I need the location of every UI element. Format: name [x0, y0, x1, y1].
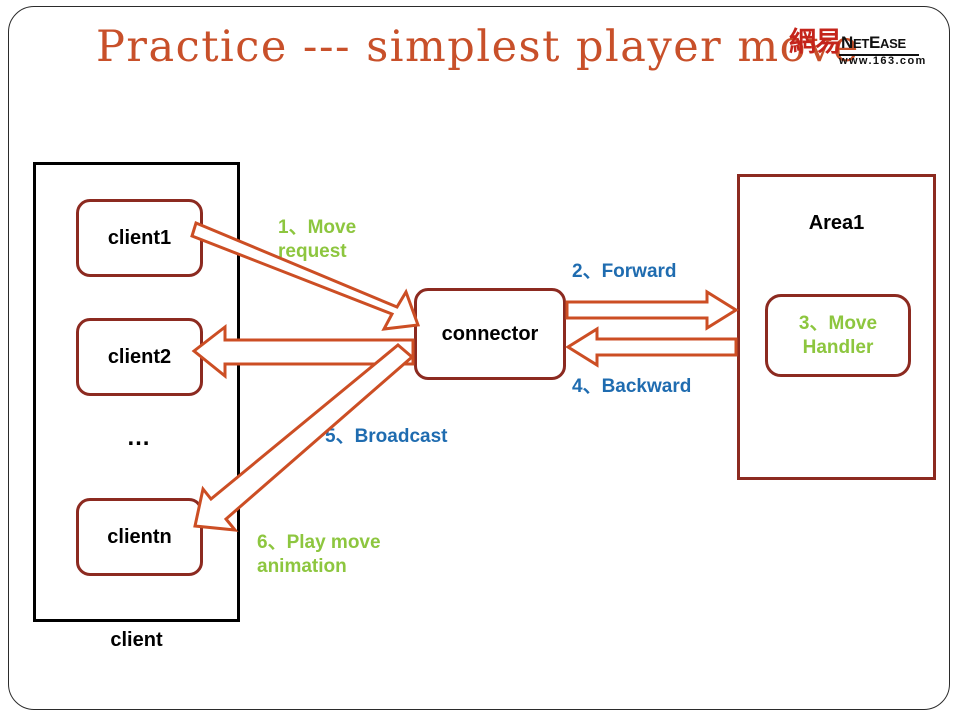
node-client1[interactable]: client1 [76, 199, 203, 277]
netease-logo-en-text: NETEASE [841, 33, 906, 52]
step-label-4-backward: 4、Backward [572, 376, 692, 397]
client-group-label: client [110, 629, 163, 651]
client-list-ellipsis: … [126, 424, 153, 451]
step-label-5-broadcast: 5、Broadcast [325, 426, 448, 447]
netease-logo-divider [839, 54, 919, 56]
arrow-area1-to-connector-backward [565, 326, 738, 368]
step-label-2-forward: 2、Forward [572, 261, 677, 282]
step-label-1-move-request: 1、Move request [278, 217, 357, 262]
arrow-connector-to-area1-forward [565, 289, 739, 331]
netease-logo-cn-text: 網易 [789, 27, 842, 58]
node-client2[interactable]: client2 [76, 318, 203, 396]
node-clientn[interactable]: clientn [76, 498, 203, 576]
netease-logo: 網易 NETEASE www.163.com [789, 26, 925, 74]
step-label-6-play-move-animation: 6、Play move animation [257, 532, 381, 577]
node-move-handler[interactable]: 3、Move Handler [765, 294, 911, 377]
page-title: Practice --- simplest player move [96, 22, 860, 72]
netease-logo-url: www.163.com [839, 55, 927, 67]
area1-label: Area1 [808, 212, 865, 234]
node-connector[interactable]: connector [414, 288, 566, 380]
